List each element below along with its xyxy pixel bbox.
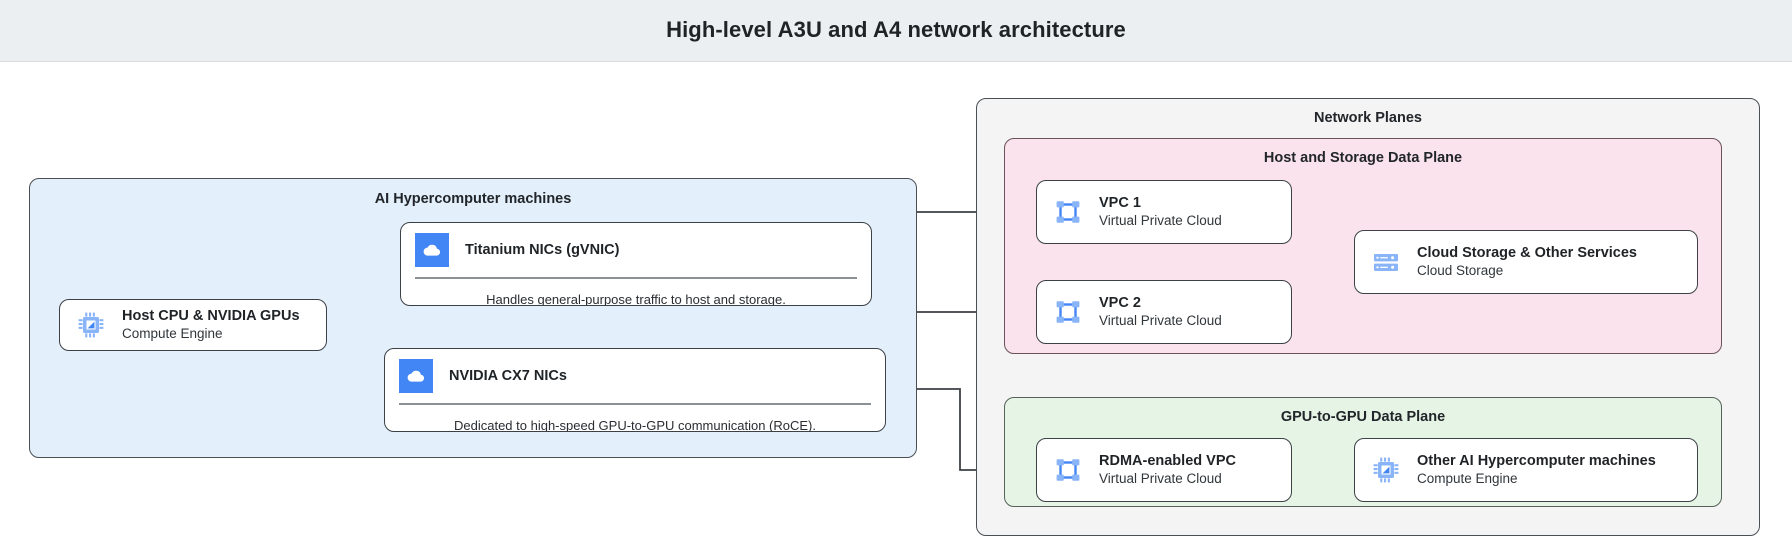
node-rdma-enabled-vpc[interactable]: RDMA-enabled VPC Virtual Private Cloud bbox=[1036, 438, 1292, 502]
vpc-icon bbox=[1051, 195, 1085, 229]
card-nvidia-cx7-nics-head: NVIDIA CX7 NICs bbox=[385, 349, 885, 403]
cloud-icon bbox=[399, 359, 433, 393]
card-title: NVIDIA CX7 NICs bbox=[449, 368, 567, 384]
node-vpc-1[interactable]: VPC 1 Virtual Private Cloud bbox=[1036, 180, 1292, 244]
gpu-to-gpu-data-plane-title: GPU-to-GPU Data Plane bbox=[1280, 409, 1446, 425]
node-title: Host CPU & NVIDIA GPUs bbox=[122, 308, 300, 324]
node-other-ai-hypercomputer-machines-text: Other AI Hypercomputer machines Compute … bbox=[1417, 452, 1656, 488]
card-title: Titanium NICs (gVNIC) bbox=[465, 242, 620, 258]
vpc-icon bbox=[1051, 295, 1085, 329]
card-titanium-nics-head: Titanium NICs (gVNIC) bbox=[401, 223, 871, 277]
node-subtitle: Compute Engine bbox=[122, 326, 223, 342]
node-vpc-2-text: VPC 2 Virtual Private Cloud bbox=[1099, 294, 1222, 330]
node-cloud-storage[interactable]: Cloud Storage & Other Services Cloud Sto… bbox=[1354, 230, 1698, 294]
node-title: VPC 2 bbox=[1099, 295, 1141, 311]
node-host-cpu-gpus-text: Host CPU & NVIDIA GPUs Compute Engine bbox=[122, 307, 300, 343]
storage-icon bbox=[1369, 245, 1403, 279]
node-subtitle: Virtual Private Cloud bbox=[1099, 471, 1222, 487]
cpu-chip-icon bbox=[1369, 453, 1403, 487]
card-nvidia-cx7-nics[interactable]: NVIDIA CX7 NICs Dedicated to high-speed … bbox=[384, 348, 886, 432]
vpc-icon bbox=[1051, 453, 1085, 487]
node-host-cpu-gpus[interactable]: Host CPU & NVIDIA GPUs Compute Engine bbox=[59, 299, 327, 351]
node-vpc-2[interactable]: VPC 2 Virtual Private Cloud bbox=[1036, 280, 1292, 344]
network-planes-title: Network Planes bbox=[1314, 110, 1422, 126]
node-subtitle: Virtual Private Cloud bbox=[1099, 313, 1222, 329]
node-title: VPC 1 bbox=[1099, 195, 1141, 211]
node-other-ai-hypercomputer-machines[interactable]: Other AI Hypercomputer machines Compute … bbox=[1354, 438, 1698, 502]
node-cloud-storage-text: Cloud Storage & Other Services Cloud Sto… bbox=[1417, 244, 1637, 280]
cloud-icon bbox=[415, 233, 449, 267]
node-vpc-1-text: VPC 1 Virtual Private Cloud bbox=[1099, 194, 1222, 230]
node-title: Cloud Storage & Other Services bbox=[1417, 245, 1637, 261]
node-title: RDMA-enabled VPC bbox=[1099, 453, 1236, 469]
cpu-chip-icon bbox=[74, 308, 108, 342]
node-subtitle: Compute Engine bbox=[1417, 471, 1518, 487]
host-storage-data-plane-title: Host and Storage Data Plane bbox=[1263, 150, 1463, 166]
node-rdma-enabled-vpc-text: RDMA-enabled VPC Virtual Private Cloud bbox=[1099, 452, 1236, 488]
node-subtitle: Virtual Private Cloud bbox=[1099, 213, 1222, 229]
ai-hypercomputer-machines-title: AI Hypercomputer machines bbox=[374, 191, 572, 207]
card-titanium-nics[interactable]: Titanium NICs (gVNIC) Handles general-pu… bbox=[400, 222, 872, 306]
node-subtitle: Cloud Storage bbox=[1417, 263, 1504, 279]
page-title: High-level A3U and A4 network architectu… bbox=[666, 17, 1126, 42]
card-caption: Dedicated to high-speed GPU-to-GPU commu… bbox=[454, 417, 816, 432]
header-band bbox=[0, 0, 1792, 62]
node-title: Other AI Hypercomputer machines bbox=[1417, 453, 1656, 469]
card-divider bbox=[399, 403, 871, 405]
card-divider bbox=[415, 277, 857, 279]
card-caption: Handles general-purpose traffic to host … bbox=[486, 291, 786, 306]
